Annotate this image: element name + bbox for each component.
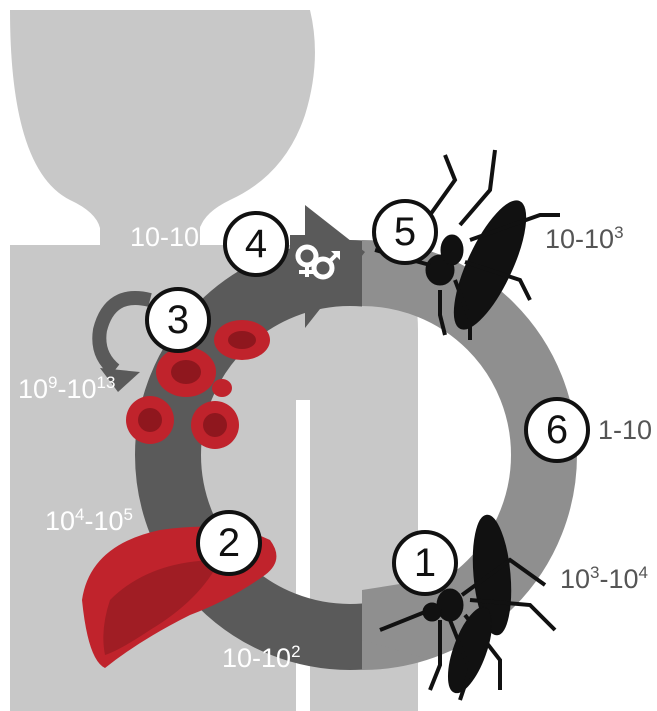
step-3-marker: 3 [147,289,209,351]
count-step-2-liver: 104-105 [45,505,133,536]
svg-text:5: 5 [394,210,416,254]
svg-text:6: 6 [546,408,568,452]
count-step-1: 103-104 [560,563,648,594]
step-2-marker: 2 [198,512,260,574]
step-6-marker: 6 [526,399,588,461]
count-step-4: 10-102 [130,221,209,252]
svg-text:4: 4 [245,222,267,266]
step-1-marker: 1 [394,532,456,594]
count-step-2-bottom: 10-102 [222,642,301,673]
svg-text:1: 1 [414,541,436,585]
svg-text:3: 3 [167,298,189,342]
count-step-6: 1-10 [598,415,652,445]
step-4-marker: 4 [225,213,287,275]
count-step-5: 10-103 [545,223,624,254]
step-5-marker: 5 [374,201,436,263]
svg-text:2: 2 [218,521,240,565]
